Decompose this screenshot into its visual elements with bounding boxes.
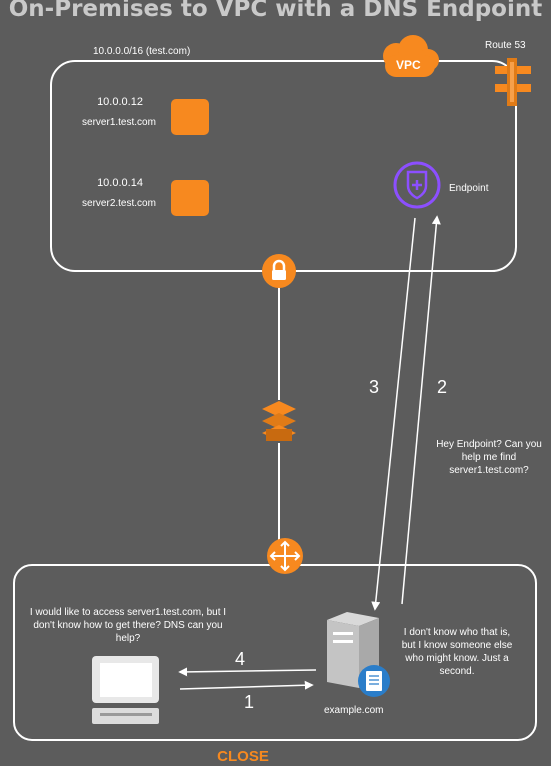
arrow-step2: [401, 215, 441, 605]
server2-hostname: server2.test.com: [82, 198, 156, 209]
endpoint-icon: [393, 161, 441, 209]
lock-icon: [262, 254, 296, 288]
route53-icon: [495, 58, 531, 106]
arrow-step3: [371, 217, 416, 611]
computer-icon: [92, 656, 159, 724]
close-button[interactable]: CLOSE: [217, 748, 269, 765]
endpoint-label: Endpoint: [449, 183, 489, 194]
step-1-label: 1: [244, 692, 255, 712]
dns-server-label: example.com: [324, 705, 384, 716]
vpc-cloud-label: VPC: [396, 58, 421, 72]
direct-connect-icon: [262, 401, 296, 441]
server1-hostname: server1.test.com: [82, 117, 156, 128]
client-request-message: I would like to access server1.test.com,…: [29, 607, 227, 644]
page-title: On-Premises to VPC with a DNS Endpoint: [8, 0, 543, 22]
vpc-boundary: [50, 60, 517, 272]
router-icon: [267, 538, 303, 574]
server1-icon: [171, 99, 209, 135]
dns-server-icon: [327, 612, 390, 697]
step-3-label: 3: [369, 377, 380, 397]
endpoint-query-message: Hey Endpoint? Can you help me find serve…: [436, 439, 542, 476]
vpc-cidr-label: 10.0.0.0/16 (test.com): [93, 46, 191, 57]
server2-icon: [171, 180, 209, 216]
dns-reply-message: I don't know who that is, but I know som…: [401, 627, 513, 677]
step-4-label: 4: [235, 649, 246, 669]
vpc-cloud-icon: [383, 35, 439, 77]
route53-label: Route 53: [485, 40, 526, 51]
server2-ip: 10.0.0.14: [97, 177, 143, 189]
server1-ip: 10.0.0.12: [97, 96, 143, 108]
arrow-step4: [178, 667, 317, 677]
step-2-label: 2: [437, 377, 448, 397]
arrow-step1: [179, 680, 314, 690]
